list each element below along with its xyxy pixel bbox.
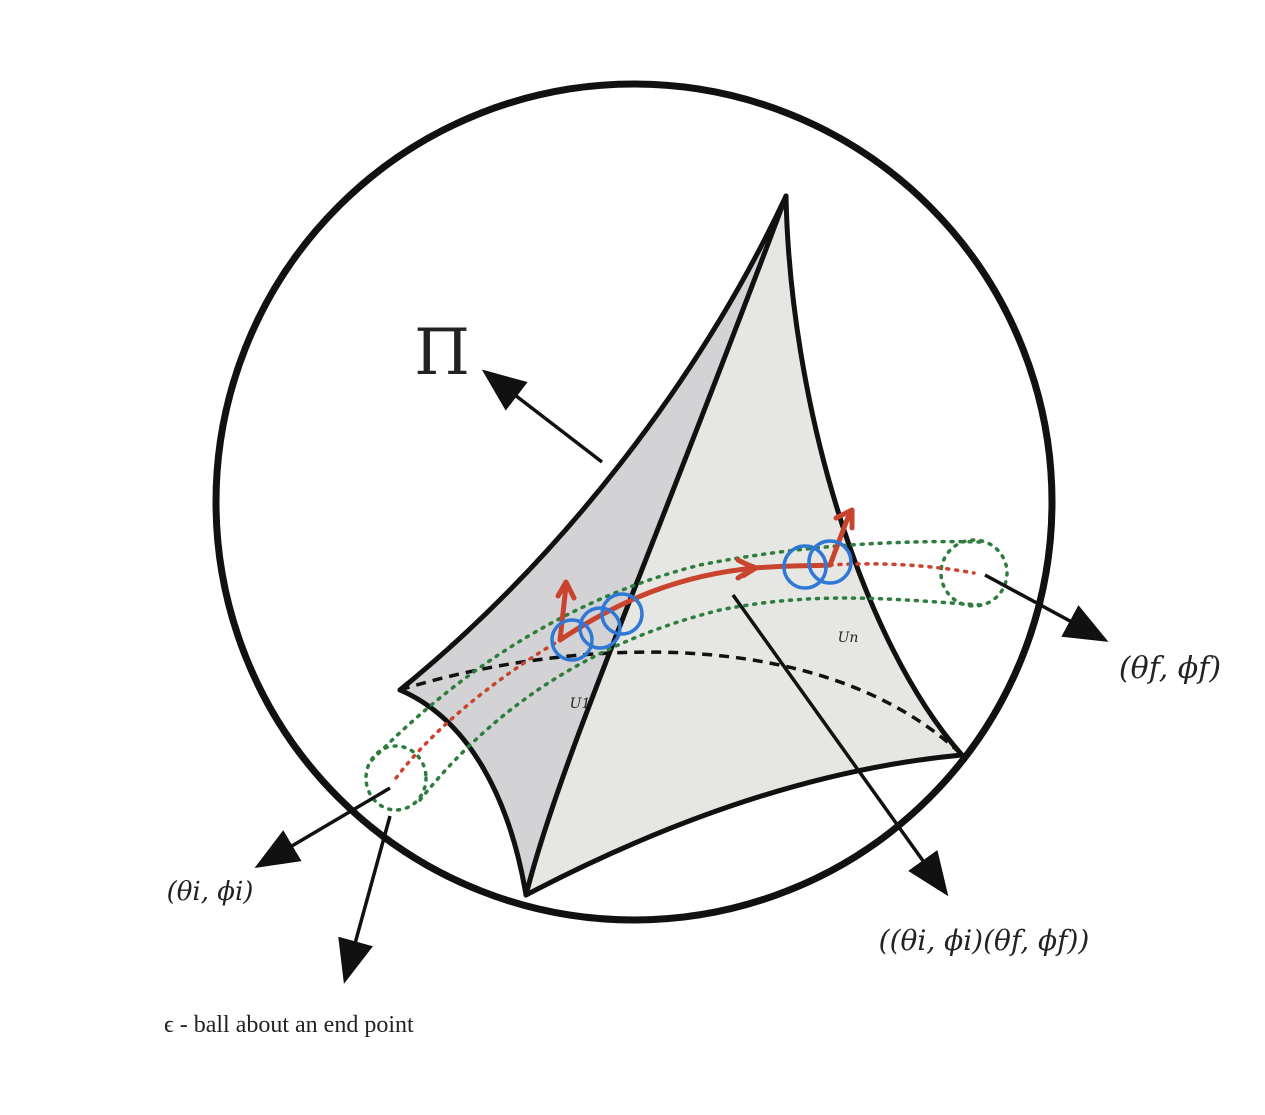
final-point-arrow — [984, 573, 1109, 642]
pi-label: Π — [414, 316, 470, 390]
u1-label: U1 — [570, 696, 591, 712]
path-arrow-mid — [735, 557, 757, 581]
sphere-boundary — [212, 80, 1056, 924]
tangent-start-head — [555, 579, 577, 601]
un-label: Un — [838, 630, 859, 646]
annotation-arrows — [254, 369, 1109, 984]
path-extension — [394, 562, 976, 780]
initial-point-arrow — [254, 786, 391, 869]
final-point-label: (θf, ϕf) — [1119, 651, 1221, 686]
pi-arrow — [481, 369, 604, 464]
tangent-start — [557, 583, 569, 643]
epsilon-caption: ϵ - ball about an end point — [164, 1012, 414, 1038]
tetrahedron-edges — [397, 193, 965, 898]
geodesic-path — [557, 565, 833, 643]
tangent-end — [827, 509, 853, 568]
tetrahedron-right-face — [526, 196, 962, 895]
covering-balls — [550, 539, 853, 662]
epsilon-tube — [364, 538, 1009, 812]
pair-arrow — [731, 593, 949, 897]
initial-point-label: (θi, ϕi) — [167, 877, 254, 907]
pair-label: ((θi, ϕi)(θf, ϕf)) — [879, 924, 1090, 957]
epsilon-ball-arrow — [338, 815, 392, 984]
tangent-end-head — [833, 507, 855, 531]
